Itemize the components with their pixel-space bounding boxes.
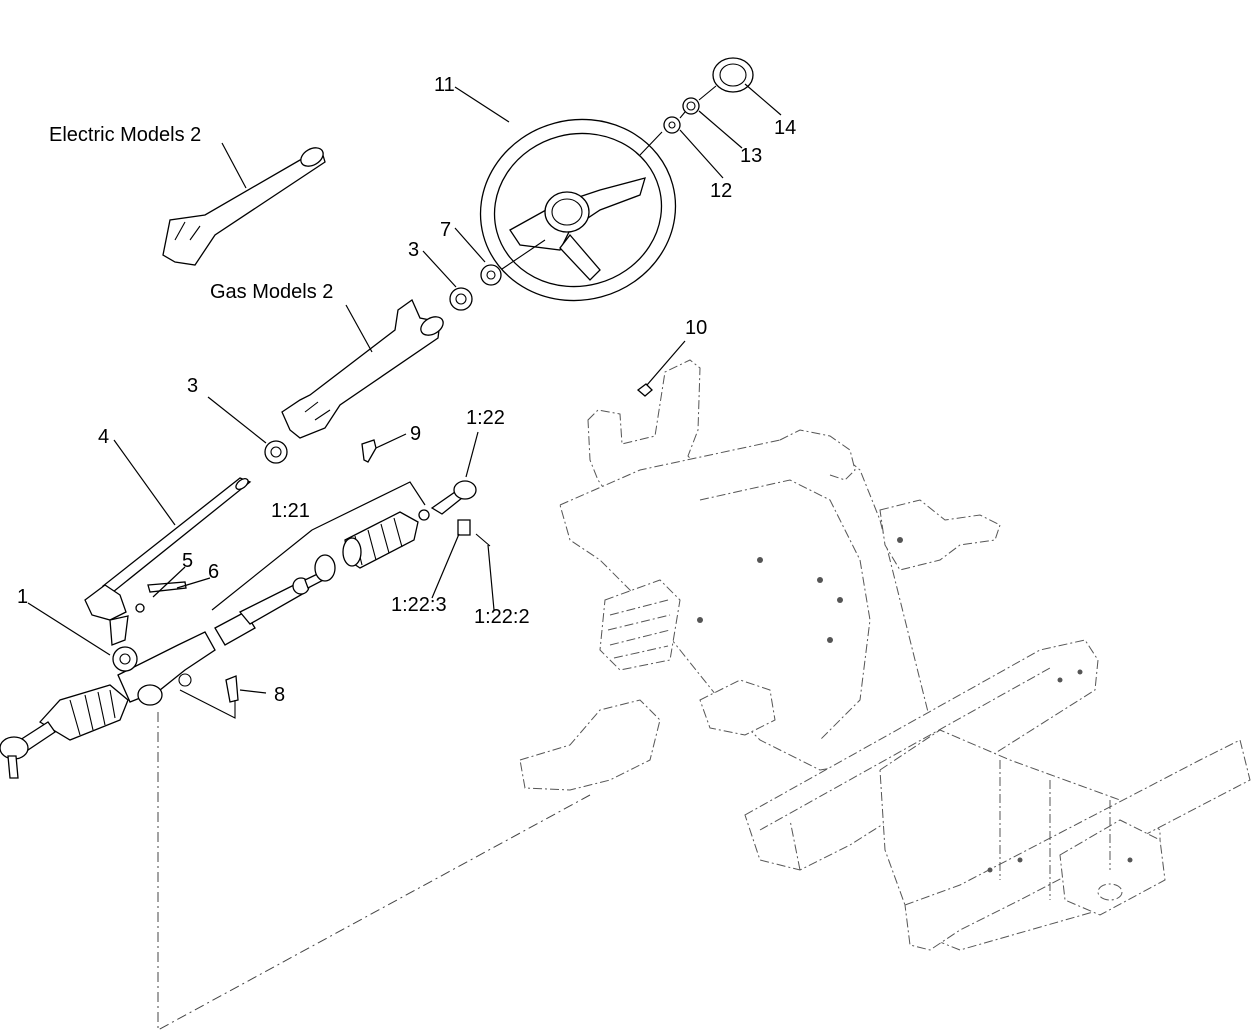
callout-1: 1 [17,586,28,608]
callout-8: 8 [274,684,285,706]
callout-11: 11 [434,74,455,96]
steering-rack [0,631,216,779]
tie-rod-jam-nut [418,509,430,521]
callout-7: 7 [440,219,451,241]
intermediate-shaft [84,477,252,646]
callout-9: 9 [410,423,421,445]
callouts: Electric Models 2 Gas Models 2 1 3 3 4 5… [17,74,796,706]
frame-mount-nut [636,383,653,397]
wheel-washer [663,116,681,134]
clamp-nut [135,603,145,613]
callout-1-22: 1:22 [466,407,505,429]
frame-holes [697,537,1133,873]
outer-tie-rod-end [430,480,477,536]
inner-tie-rod [214,567,334,646]
callout-12: 12 [710,180,732,202]
callout-1-22-3: 1:22:3 [391,594,447,616]
callout-6: 6 [208,561,219,583]
steering-wheel [479,118,677,302]
callout-3-lower: 3 [187,375,198,397]
column-axis [501,85,717,270]
rack-mount-bolt [225,675,239,703]
callout-5: 5 [182,550,193,572]
rack-bracket-line [179,689,236,719]
wheel-nut [682,97,700,115]
callout-14: 14 [774,117,796,139]
alignment-line [157,712,591,1031]
wheel-cap [712,57,754,93]
column-bushing [480,264,502,286]
callout-4: 4 [98,426,109,448]
callout-10: 10 [685,317,707,339]
column-bearing-lower [264,440,288,464]
callout-13: 13 [740,145,762,167]
column-bolt [361,439,377,463]
vehicle-frame [519,359,1251,951]
callout-electric-models: Electric Models 2 [49,124,201,146]
leader-lines [27,83,782,694]
gas-steering-column [281,299,444,439]
callout-gas-models: Gas Models 2 [210,281,333,303]
clamp-bolt [147,581,187,593]
callout-1-21: 1:21 [271,500,310,522]
callout-1-22-2: 1:22:2 [474,606,530,628]
rack-boot [342,511,419,569]
callout-3-upper: 3 [408,239,419,261]
electric-steering-column [162,147,326,266]
boot-clamp [314,554,336,582]
column-bearing-upper [449,287,473,311]
cotter-pin [475,533,491,547]
